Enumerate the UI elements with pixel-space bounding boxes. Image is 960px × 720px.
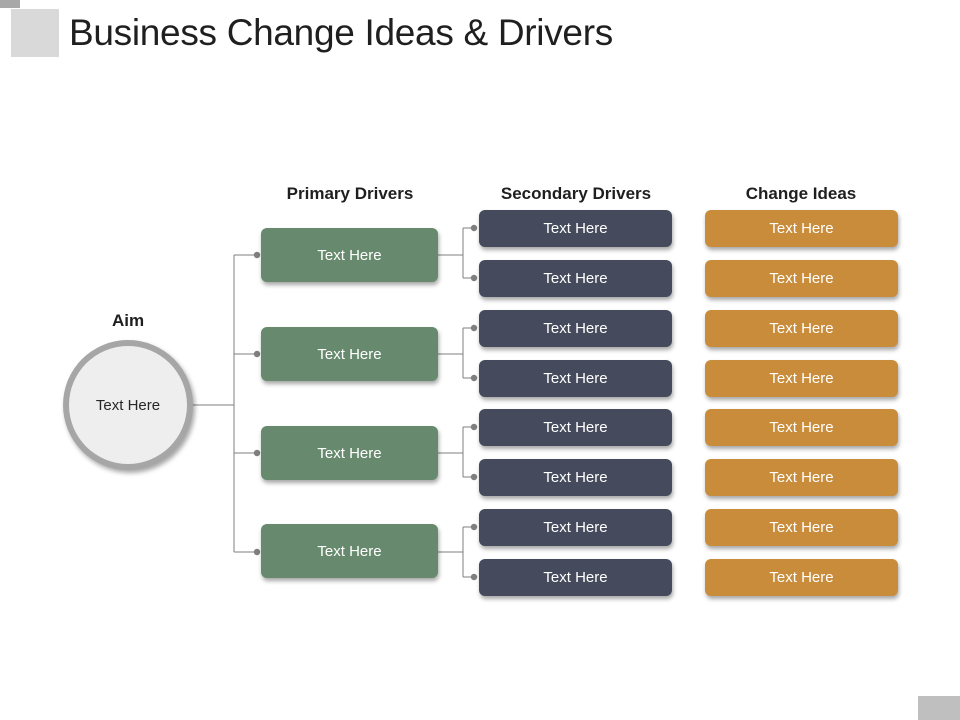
secondary-driver-box: Text Here <box>479 459 672 496</box>
connector-dot <box>470 523 478 531</box>
corner-accent-square <box>11 9 59 57</box>
secondary-bracket <box>438 426 473 478</box>
change-idea-box: Text Here <box>705 459 898 496</box>
change-idea-box: Text Here <box>705 210 898 247</box>
connector-dot <box>470 573 478 581</box>
connector-dot <box>470 274 478 282</box>
connector-dot <box>253 548 261 556</box>
secondary-bracket <box>438 327 473 379</box>
change-idea-box: Text Here <box>705 310 898 347</box>
primary-drivers-heading: Primary Drivers <box>286 184 414 203</box>
change-idea-box: Text Here <box>705 559 898 596</box>
secondary-driver-box: Text Here <box>479 310 672 347</box>
aim-heading: Aim <box>111 311 145 330</box>
primary-driver-box: Text Here <box>261 228 438 282</box>
connector-dot <box>470 324 478 332</box>
connector-dot <box>470 374 478 382</box>
connector-dot <box>470 473 478 481</box>
change-idea-box: Text Here <box>705 360 898 397</box>
secondary-driver-box: Text Here <box>479 260 672 297</box>
secondary-driver-box: Text Here <box>479 360 672 397</box>
secondary-bracket <box>438 227 473 279</box>
secondary-driver-box: Text Here <box>479 210 672 247</box>
primary-driver-box: Text Here <box>261 426 438 480</box>
connector-dot <box>253 251 261 259</box>
slide-title: Business Change Ideas & Drivers <box>69 12 613 53</box>
aim-circle: Text Here <box>69 346 187 464</box>
secondary-driver-box: Text Here <box>479 559 672 596</box>
change-idea-box: Text Here <box>705 260 898 297</box>
connector-dot <box>253 449 261 457</box>
connector-dot <box>253 350 261 358</box>
connector-dot <box>470 224 478 232</box>
change-ideas-heading: Change Ideas <box>745 184 857 203</box>
corner-accent-bottom-right <box>918 696 960 720</box>
connector-dot <box>470 423 478 431</box>
primary-driver-box: Text Here <box>261 524 438 578</box>
secondary-drivers-heading: Secondary Drivers <box>500 184 652 203</box>
secondary-bracket <box>438 526 473 578</box>
corner-accent-small <box>0 0 20 8</box>
primary-driver-box: Text Here <box>261 327 438 381</box>
change-idea-box: Text Here <box>705 409 898 446</box>
secondary-driver-box: Text Here <box>479 409 672 446</box>
change-idea-box: Text Here <box>705 509 898 546</box>
secondary-driver-box: Text Here <box>479 509 672 546</box>
